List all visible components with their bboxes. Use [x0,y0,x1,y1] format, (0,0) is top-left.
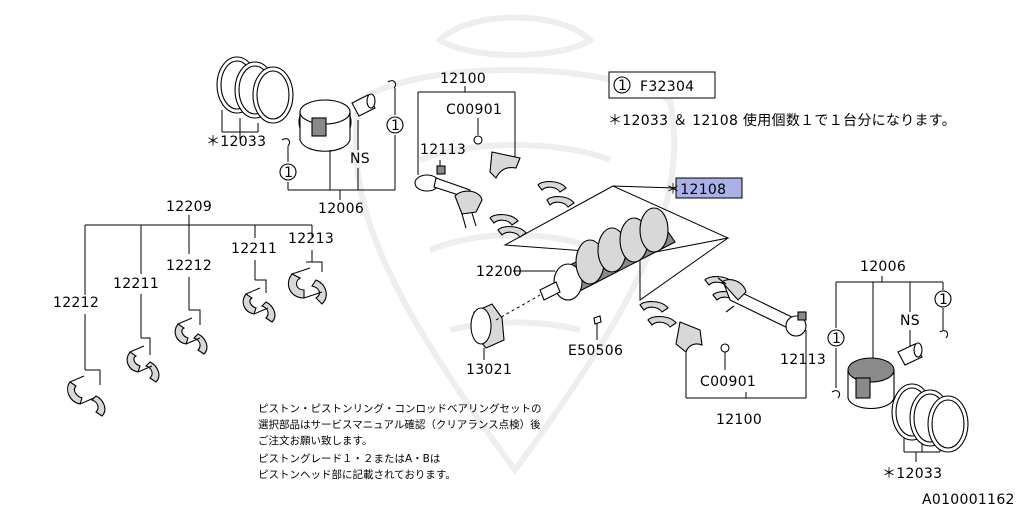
label-bearing-12212-b: 12212 [166,258,212,274]
label-rod-bottom: 12100 [716,412,762,428]
note-line-1: ピストン・ピストンリング・コンロッドベアリングセットの [258,402,542,415]
label-crankshaft: 12200 [476,264,522,280]
piston-pin-bottom[interactable] [897,342,923,366]
bearing-12212-b[interactable] [174,317,208,355]
circlip-top-b[interactable] [281,138,291,147]
piston-ring-set-top[interactable] [216,56,294,124]
crankshaft[interactable] [539,207,676,301]
rod-cap-top[interactable] [489,151,521,179]
label-pulley: 13021 [466,362,512,378]
ref-circle-top-2: 1 [284,165,293,181]
label-key: E50506 [568,343,623,359]
piston-top[interactable] [298,99,352,152]
bottom-right-piston-assembly: 12006 1 1 NS ＊12033 [827,259,969,482]
rod-cap-bottom[interactable] [675,321,703,353]
label-ns-bottom: NS [900,313,920,329]
star-note: ＊12033 ＆ 12108 使用個数１で１台分になります。 [608,112,956,129]
bolt-bottom[interactable] [797,311,807,321]
bearing-selection-tree: 12209 12212 12211 12212 12211 [53,199,334,417]
label-rings-bottom: ＊12033 [882,466,942,482]
bearing-12211-b[interactable] [242,287,276,323]
label-bolt-bottom: 12113 [780,352,826,368]
ref-circle-top: 1 [391,118,400,134]
note-line-5: ピストンヘッド部に記載されております。 [258,468,456,481]
circlip-bottom-b[interactable] [831,390,841,399]
circlip-top-a[interactable] [387,80,397,89]
piston-bottom[interactable] [847,357,895,409]
bearing-12212-a[interactable] [67,375,106,417]
label-nut-top: C00901 [446,102,502,118]
label-nut-bottom: C00901 [700,374,756,390]
ref-circle-bottom-2: 1 [832,331,841,347]
label-bearing-12211-b: 12211 [231,241,277,257]
circlip-bottom-a[interactable] [939,330,949,339]
crank-pulley[interactable] [470,303,505,349]
selection-notes: ピストン・ピストンリング・コンロッドベアリングセットの 選択部品はサービスマニュ… [258,402,542,481]
top-center-rod-assembly: 12100 C00901 12113 [414,71,521,229]
label-bolt-top: 12113 [420,142,466,158]
top-left-piston-assembly: ＊12033 1 1 NS 12006 [206,56,404,217]
note-line-2: 選択部品はサービスマニュアル確認（クリアランス点検）後 [258,418,541,431]
crank-bearing-label-group[interactable]: ＊12108 [666,177,743,199]
figure-id: A010001162 [922,492,1015,508]
label-bearing-12211-a: 12211 [113,276,159,292]
nut-top[interactable] [473,135,483,145]
piston-ring-set-bottom[interactable] [891,383,969,453]
note-line-3: ご注文お願い致します。 [258,434,372,447]
ref-box-circle: 1 [618,78,627,94]
piston-pin-top[interactable] [351,93,376,117]
label-rod-top: 12100 [440,71,486,87]
woodruff-key[interactable] [593,315,602,325]
reference-box: 1 F32304 [608,71,716,99]
label-bearing-set: 12209 [166,199,212,215]
connecting-rod-bottom[interactable] [717,277,807,337]
label-bearing-12212-a: 12212 [53,295,99,311]
label-rings-top: ＊12033 [206,134,266,150]
label-crank-bearing: ＊12108 [666,182,726,198]
bolt-top[interactable] [436,165,446,175]
label-piston-bottom: 12006 [860,259,906,275]
label-piston-top: 12006 [318,201,364,217]
crankshaft-assembly: 12200 13021 E50506 [466,181,742,378]
nut-bottom[interactable] [720,343,730,353]
bottom-right-rod-assembly: C00901 12113 12100 [675,277,826,428]
bearing-12213[interactable] [287,267,327,305]
ref-box-code: F32304 [640,79,694,95]
bearing-12211-a[interactable] [126,345,160,383]
ref-circle-bottom: 1 [939,292,948,308]
label-ns-top: NS [350,151,370,167]
label-bearing-12213: 12213 [288,231,334,247]
connecting-rod-top[interactable] [414,174,483,229]
note-line-4: ピストングレード１・２またはA・Bは [258,452,440,465]
